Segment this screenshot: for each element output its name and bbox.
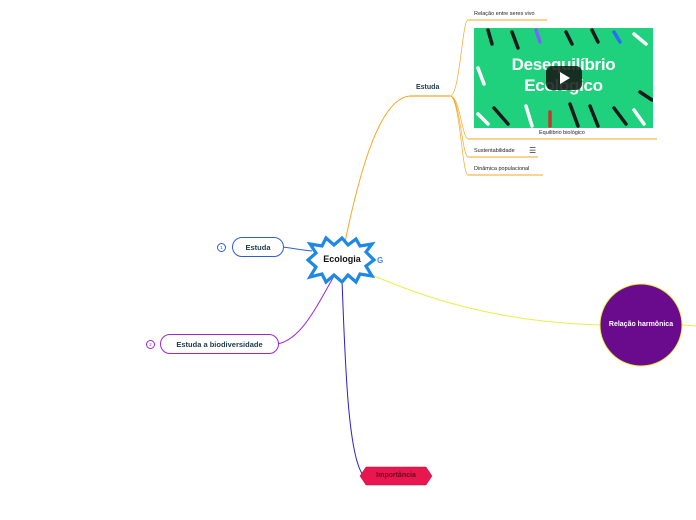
- child-relacao-seres[interactable]: Relação entre seres vivo: [474, 11, 535, 17]
- connector-relacao: [371, 274, 601, 326]
- estuda-left-node[interactable]: Estuda: [232, 237, 284, 257]
- number-badge-2: 2: [146, 340, 155, 349]
- video-thumbnail[interactable]: Desequilíbrio Ecológico: [474, 28, 653, 128]
- connector-estuda-left: [281, 246, 313, 252]
- notes-icon[interactable]: ☰: [529, 146, 537, 155]
- child-sustentabilidade[interactable]: Sustentabilidade: [474, 148, 515, 154]
- video-decor: [476, 28, 653, 128]
- google-icon: G: [377, 256, 384, 265]
- connector-importancia: [341, 279, 365, 477]
- connector-biodiversidade: [276, 275, 335, 345]
- child-equilibrio[interactable]: Equilibrio biológico: [539, 130, 585, 136]
- connector-estuda-top: [344, 95, 450, 243]
- connector-estuda-top-children: [449, 19, 469, 176]
- play-icon[interactable]: [546, 66, 582, 90]
- importancia-node-shape[interactable]: [359, 466, 433, 486]
- estuda-top-label[interactable]: Estuda: [416, 84, 440, 91]
- biodiversidade-node[interactable]: Estuda a biodiversidade: [160, 334, 279, 354]
- central-node-shape[interactable]: [305, 235, 377, 285]
- central-node-label[interactable]: Ecologia: [323, 254, 361, 264]
- connector-relacao-tail: [681, 324, 696, 327]
- importancia-node-label[interactable]: Importância: [376, 472, 416, 479]
- relacao-node-label[interactable]: Relação harmônica: [608, 321, 674, 328]
- relacao-node-shape[interactable]: [599, 283, 683, 367]
- child-dinamica[interactable]: Dinâmica populacional: [474, 166, 530, 172]
- number-badge-1: 1: [217, 243, 226, 252]
